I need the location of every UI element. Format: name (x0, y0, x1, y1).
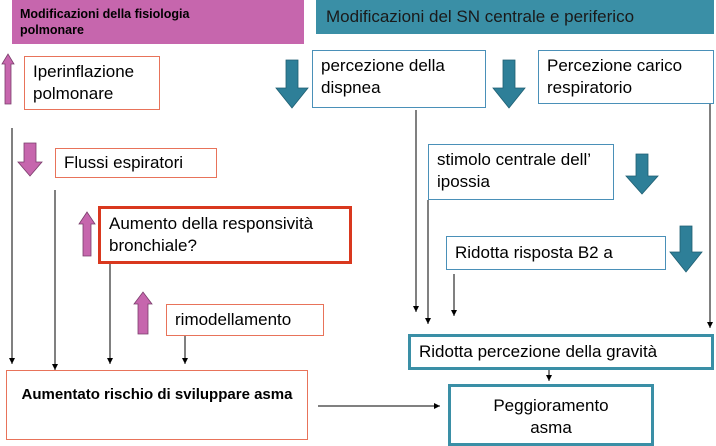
magenta-down-arrow-icon (17, 142, 43, 177)
box-peggioramento-label: Peggioramento asma (493, 396, 609, 437)
magenta-up-arrow-icon (133, 291, 153, 335)
box-iperinflazione-label: Iperinflazione polmonare (33, 62, 135, 103)
box-responsivita-label: Aumento della responsività bronchiale? (109, 214, 314, 255)
box-flussi-label: Flussi espiratori (64, 153, 184, 172)
header-left: Modificazioni della fisiologia polmonare (12, 0, 304, 44)
box-rimodellamento-label: rimodellamento (175, 310, 292, 329)
teal-down-arrow-icon (669, 225, 703, 273)
box-flussi: Flussi espiratori (55, 148, 217, 178)
box-iperinflazione: Iperinflazione polmonare (24, 56, 160, 110)
box-gravita-label: Ridotta percezione della gravità (419, 342, 658, 361)
header-right-label: Modificazioni del SN centrale e periferi… (326, 7, 635, 26)
magenta-up-arrow-icon (78, 211, 96, 257)
box-dispnea-label: percezione della dispnea (321, 56, 445, 97)
box-carico-label: Percezione carico respiratorio (547, 56, 683, 97)
box-ipossia: stimolo centrale dell’ ipossia (428, 144, 614, 200)
teal-down-arrow-icon (625, 153, 659, 195)
box-gravita: Ridotta percezione della gravità (408, 334, 714, 370)
magenta-up-arrow-icon (1, 53, 15, 105)
box-responsivita: Aumento della responsività bronchiale? (98, 206, 352, 264)
box-rimodellamento: rimodellamento (166, 304, 324, 336)
box-rischio: Aumentato rischio di sviluppare asma (6, 370, 308, 440)
box-b2: Ridotta risposta B2 a (446, 236, 666, 270)
box-b2-label: Ridotta risposta B2 a (455, 243, 613, 262)
box-peggioramento: Peggioramento asma (448, 384, 654, 446)
box-ipossia-label: stimolo centrale dell’ ipossia (437, 150, 591, 191)
box-dispnea: percezione della dispnea (312, 50, 486, 108)
box-rischio-label: Aumentato rischio di sviluppare asma (21, 386, 293, 403)
box-carico: Percezione carico respiratorio (538, 50, 714, 104)
teal-down-arrow-icon (492, 59, 526, 109)
teal-down-arrow-icon (275, 59, 309, 109)
header-left-label: Modificazioni della fisiologia polmonare (20, 7, 190, 37)
header-right: Modificazioni del SN centrale e periferi… (316, 0, 714, 34)
